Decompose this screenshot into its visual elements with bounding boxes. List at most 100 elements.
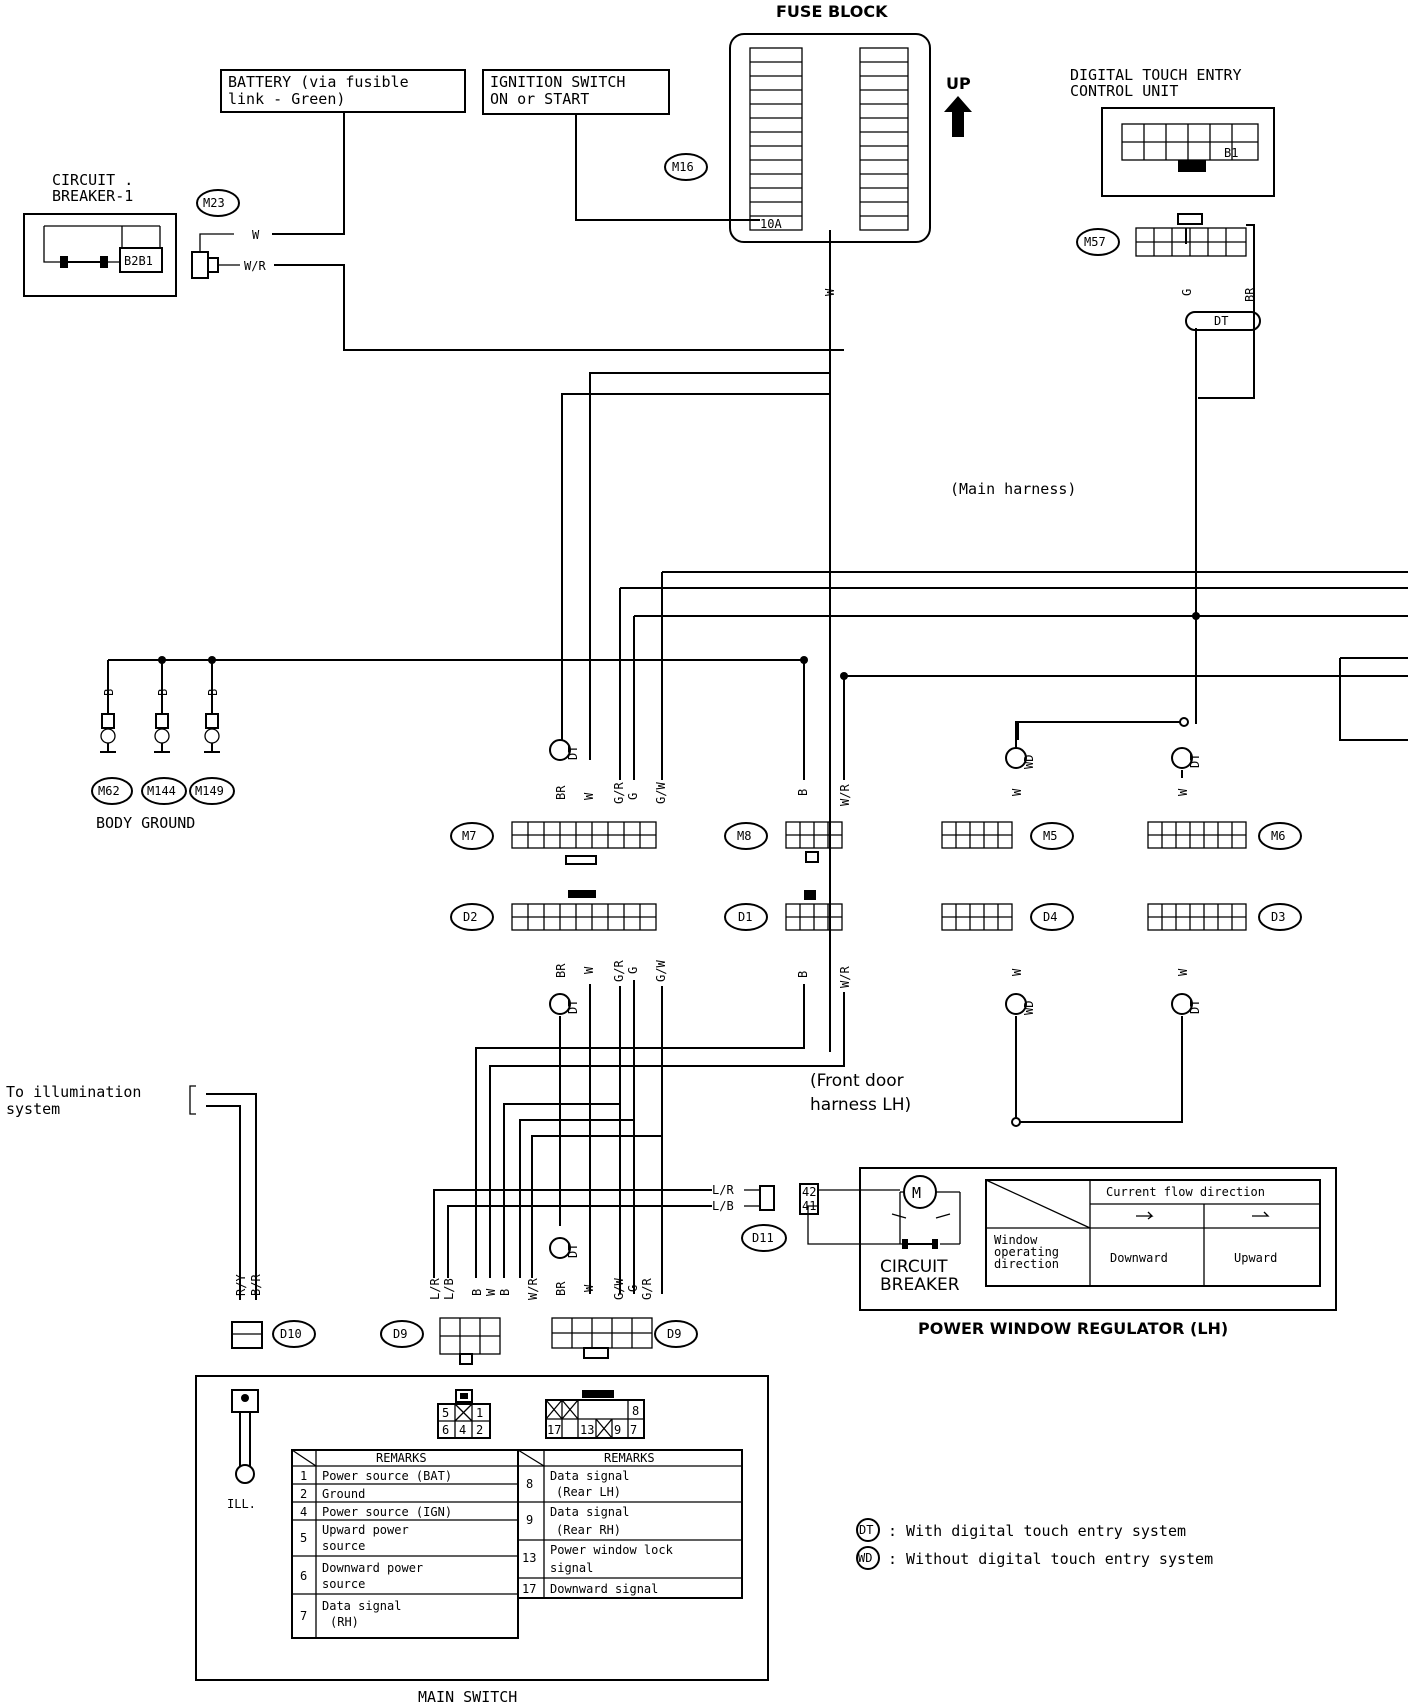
- svg-text:REMARKS: REMARKS: [604, 1451, 655, 1465]
- svg-text:CONTROL UNIT: CONTROL UNIT: [1070, 82, 1178, 100]
- svg-text:M7: M7: [462, 829, 476, 843]
- svg-text:BR: BR: [554, 785, 568, 800]
- svg-text:WD: WD: [1022, 1001, 1036, 1015]
- svg-text:L/B: L/B: [442, 1278, 456, 1300]
- svg-text:B: B: [796, 789, 810, 796]
- svg-text:L/B: L/B: [712, 1199, 734, 1213]
- svg-text:POWER WINDOW REGULATOR (LH): POWER WINDOW REGULATOR (LH): [918, 1319, 1228, 1338]
- svg-text:: With digital touch entry sy: : With digital touch entry system: [888, 1522, 1186, 1540]
- main-switch-box: MAIN SWITCH ILL. 5 1 6 4 2 8 17 13 9 7: [195, 1375, 769, 1706]
- fuse-slots-right: [860, 61, 908, 217]
- svg-text:B: B: [498, 1289, 512, 1296]
- svg-text:Downward: Downward: [1110, 1251, 1168, 1265]
- svg-text:B: B: [102, 689, 116, 696]
- svg-text:DT: DT: [1188, 754, 1202, 768]
- ground-m62: B M62: [91, 660, 133, 805]
- svg-text:signal: signal: [550, 1561, 593, 1575]
- svg-text:BR: BR: [554, 1281, 568, 1296]
- svg-text:42: 42: [802, 1185, 816, 1199]
- svg-text:G/R: G/R: [640, 1278, 654, 1300]
- svg-text:DIGITAL TOUCH ENTRY: DIGITAL TOUCH ENTRY: [1070, 66, 1242, 84]
- svg-text:17: 17: [522, 1582, 536, 1596]
- svg-text:W: W: [582, 792, 596, 800]
- svg-text:DT: DT: [1214, 314, 1228, 328]
- svg-text:1: 1: [476, 1406, 483, 1420]
- svg-text:7: 7: [630, 1423, 637, 1437]
- svg-text:10A: 10A: [760, 217, 782, 231]
- svg-text:D11: D11: [752, 1231, 774, 1245]
- connector-m8-d1: B W/R M8 D1 B W/R: [724, 784, 852, 988]
- svg-text:DT: DT: [859, 1523, 873, 1537]
- svg-text:Data signal: Data signal: [550, 1469, 629, 1483]
- svg-text:(Rear RH): (Rear RH): [556, 1523, 621, 1537]
- svg-text:To illumination: To illumination: [6, 1083, 141, 1101]
- svg-text:Upward power: Upward power: [322, 1523, 409, 1537]
- svg-text:B1: B1: [1224, 146, 1238, 160]
- svg-text:DT: DT: [566, 1000, 580, 1014]
- svg-text:M57: M57: [1084, 235, 1106, 249]
- svg-text:source: source: [322, 1577, 365, 1591]
- svg-text:W: W: [823, 288, 837, 296]
- ignition-switch-source: IGNITION SWITCH ON or START: [482, 69, 670, 115]
- svg-text:(Rear LH): (Rear LH): [556, 1485, 621, 1499]
- fuse-block: FUSE BLOCK 10A M16 UP: [664, 2, 972, 243]
- battery-source: BATTERY (via fusible link - Green): [220, 69, 466, 113]
- svg-text:REMARKS: REMARKS: [376, 1451, 427, 1465]
- svg-text:D1: D1: [738, 910, 752, 924]
- svg-text:G/W: G/W: [654, 782, 668, 804]
- svg-text:8: 8: [632, 1404, 639, 1418]
- connector-m7-d2: DT BR W G/R G G/W M7 D2 BR W G/R G G/W D…: [450, 739, 668, 1015]
- svg-text:DT: DT: [1188, 1000, 1202, 1014]
- svg-text:W: W: [484, 1288, 498, 1296]
- svg-text:W: W: [1010, 968, 1024, 976]
- circuit-breaker-1: CIRCUIT . BREAKER-1 B2B1 M23 W W/R: [23, 171, 266, 297]
- digital-touch-entry-control-unit: DIGITAL TOUCH ENTRY CONTROL UNIT B1 M57 …: [1070, 66, 1275, 331]
- svg-text:CIRCUIT: CIRCUIT: [880, 1257, 948, 1277]
- front-door-label-2: harness LH): [810, 1095, 911, 1115]
- svg-text:(RH): (RH): [330, 1615, 359, 1629]
- svg-text:G: G: [1180, 289, 1194, 296]
- legend: DT : With digital touch entry system WD …: [856, 1518, 1213, 1570]
- remarks-table-right: REMARKS 8 Data signal (Rear LH) 9 Data s…: [517, 1449, 743, 1599]
- connector-m16-label: M16: [672, 160, 694, 174]
- svg-text:W: W: [1176, 968, 1190, 976]
- svg-text:Power source (BAT): Power source (BAT): [322, 1469, 452, 1483]
- connector-m5-d4: WD W M5 D4 W WD: [941, 747, 1074, 1015]
- svg-text:17: 17: [547, 1423, 561, 1437]
- svg-text:W/R: W/R: [838, 784, 852, 806]
- svg-text:WD: WD: [1022, 755, 1036, 769]
- connector-d9-right: DT BR W G/W G G/R D9: [549, 1237, 698, 1359]
- svg-text:BODY GROUND: BODY GROUND: [96, 814, 195, 832]
- svg-text:L/R: L/R: [428, 1278, 442, 1300]
- svg-text:W: W: [252, 228, 260, 242]
- svg-text:D9: D9: [393, 1327, 407, 1341]
- front-door-harness-wiring: [433, 980, 1183, 1294]
- svg-text:4: 4: [300, 1505, 307, 1519]
- svg-text:B/R: B/R: [249, 1274, 263, 1296]
- svg-text:B: B: [796, 971, 810, 978]
- svg-text:WD: WD: [858, 1551, 872, 1565]
- svg-text:G/W: G/W: [654, 960, 668, 982]
- svg-text:: Without digital touch entry: : Without digital touch entry system: [888, 1550, 1213, 1568]
- svg-text:M23: M23: [203, 196, 225, 210]
- svg-text:4: 4: [459, 1423, 466, 1437]
- svg-text:M5: M5: [1043, 829, 1057, 843]
- svg-text:G: G: [626, 793, 640, 800]
- power-window-regulator: L/R L/B D11 42 41 M CIRCUIT BREAKER: [712, 1167, 1337, 1338]
- svg-text:8: 8: [526, 1477, 533, 1491]
- svg-text:W/R: W/R: [838, 966, 852, 988]
- svg-text:R/Y: R/Y: [234, 1274, 248, 1296]
- svg-text:Power source (IGN): Power source (IGN): [322, 1505, 452, 1519]
- svg-text:Data signal: Data signal: [322, 1599, 401, 1613]
- svg-text:CIRCUIT .: CIRCUIT .: [52, 171, 133, 189]
- svg-text:D3: D3: [1271, 910, 1285, 924]
- current-flow-table: Current flow direction Window operating …: [985, 1179, 1321, 1287]
- svg-text:2: 2: [476, 1423, 483, 1437]
- svg-text:direction: direction: [994, 1257, 1059, 1271]
- ground-m149: B M149: [189, 660, 235, 805]
- svg-text:Downward power: Downward power: [322, 1561, 423, 1575]
- svg-text:FUSE BLOCK: FUSE BLOCK: [776, 2, 888, 21]
- svg-text:D9: D9: [667, 1327, 681, 1341]
- remarks-table-left: REMARKS 1 Power source (BAT) 2 Ground 4 …: [291, 1449, 519, 1639]
